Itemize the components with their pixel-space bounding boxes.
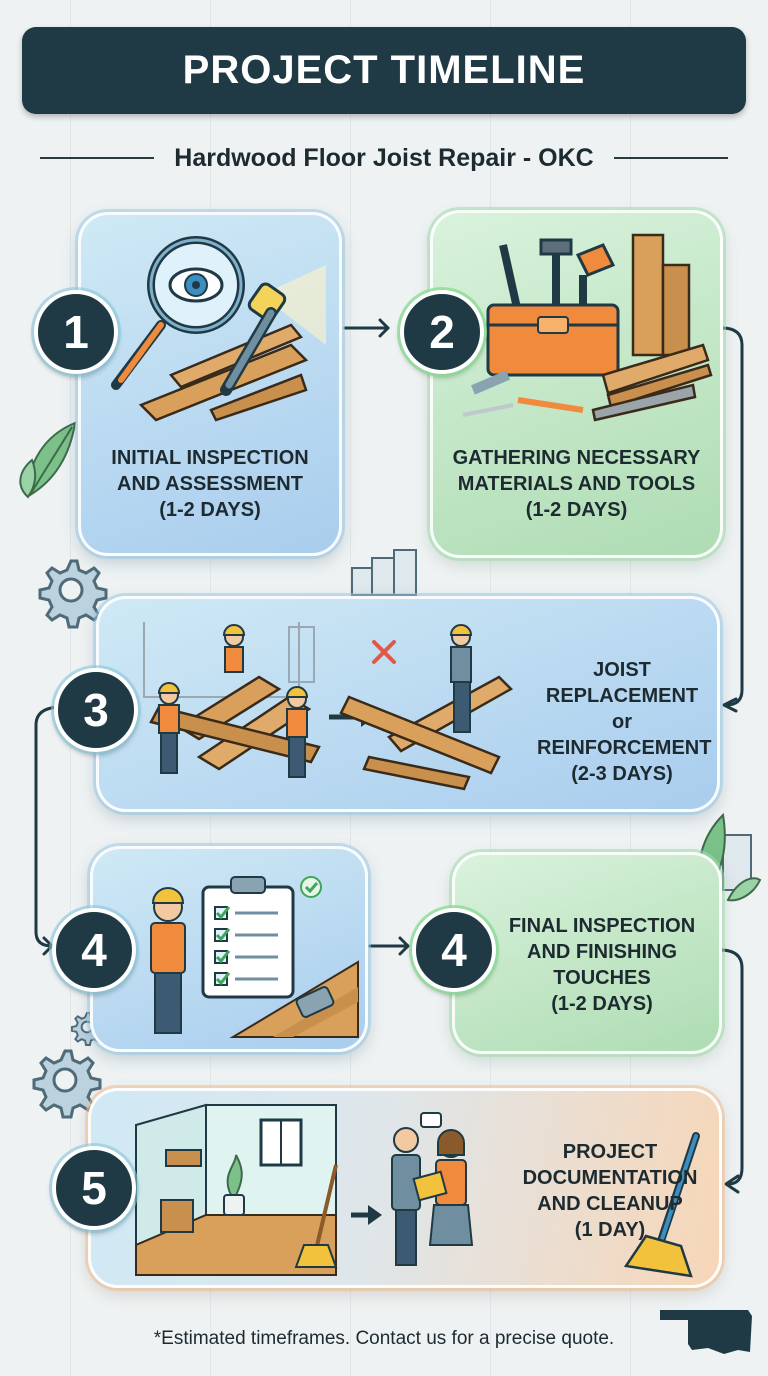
step-text-4: FINAL INSPECTION AND FINISHING TOUCHES (…: [485, 913, 719, 1017]
step-line: TOUCHES: [553, 967, 651, 989]
gear-icon: [32, 1049, 102, 1119]
step-line: JOIST: [593, 659, 651, 681]
step-line: AND CLEANUP: [537, 1193, 683, 1215]
page-header: PROJECT TIMELINE: [22, 27, 746, 114]
step-card-2: GATHERING NECESSARY MATERIALS AND TOOLS …: [430, 210, 723, 558]
step-line: MATERIALS AND TOOLS: [457, 473, 696, 495]
worker-icon: [157, 624, 309, 778]
step-line: PROJECT: [562, 1141, 658, 1163]
worker-icon: [150, 887, 186, 1034]
step-badge-1: 1: [34, 290, 118, 374]
step-card-5: PROJECT DOCUMENTATION AND CLEANUP (1 DAY…: [88, 1088, 722, 1288]
step-line: GATHERING NECESSARY: [452, 447, 701, 469]
subtitle-rule-left: [40, 157, 155, 159]
flashlight-icon: [220, 265, 326, 396]
footnote: *Estimated timeframes. Contact us for a …: [153, 1328, 615, 1349]
step-text-1: INITIAL INSPECTION AND ASSESSMENT (1-2 D…: [81, 445, 339, 523]
subtitle-row: Hardwood Floor Joist Repair - OKC: [40, 138, 729, 178]
broom-icon: [623, 1132, 700, 1278]
step-card-4a: [90, 846, 368, 1052]
clipboard-icon: [150, 876, 359, 1038]
step-line: AND FINISHING: [527, 941, 677, 963]
step-line: REPLACEMENT or: [545, 685, 699, 733]
magnifying-glass-icon: [111, 236, 309, 422]
step-badge-4a: 4: [52, 908, 136, 992]
step-card-4b: FINAL INSPECTION AND FINISHING TOUCHES (…: [452, 852, 722, 1054]
step-badge-2: 2: [400, 290, 484, 374]
page-title: PROJECT TIMELINE: [182, 48, 586, 92]
step-line: (1 DAY): [574, 1219, 646, 1241]
cleanup-illustration: [135, 1103, 474, 1276]
step-line: FINAL INSPECTION: [508, 915, 696, 937]
subtitle-rule-right: [613, 157, 729, 159]
step-card-1: INITIAL INSPECTION AND ASSESSMENT (1-2 D…: [78, 212, 342, 556]
gear-icon: [38, 559, 108, 629]
worker-icon: [449, 624, 473, 733]
step-badge-3: 3: [54, 668, 138, 752]
page-subtitle: Hardwood Floor Joist Repair - OKC: [174, 143, 594, 172]
step-badge-5: 5: [52, 1146, 136, 1230]
toolbox-icon: [462, 233, 713, 422]
step-line: AND ASSESSMENT: [117, 473, 303, 495]
step-line: (1-2 DAYS): [551, 993, 653, 1015]
step-line: INITIAL INSPECTION: [111, 447, 309, 469]
step-badge-4b: 4: [412, 908, 496, 992]
step-text-5: PROJECT DOCUMENTATION AND CLEANUP (1 DAY…: [521, 1139, 699, 1243]
step-line: (1-2 DAYS): [159, 499, 261, 521]
building-icon: [351, 549, 417, 596]
step-line: (1-2 DAYS): [525, 499, 628, 521]
step-text-2: GATHERING NECESSARY MATERIALS AND TOOLS …: [433, 445, 720, 523]
step-text-3: JOIST REPLACEMENT or REINFORCEMENT (2-3 …: [537, 657, 712, 787]
step-line: DOCUMENTATION: [522, 1167, 698, 1189]
oklahoma-map-icon: [660, 1310, 752, 1354]
step-card-3: JOIST REPLACEMENT or REINFORCEMENT (2-3 …: [96, 596, 720, 812]
step-line: (2-3 DAYS): [571, 763, 673, 785]
step-line: REINFORCEMENT: [537, 737, 712, 759]
leaf-icon: [19, 421, 77, 499]
joist-replacement-illustration: [143, 622, 514, 791]
